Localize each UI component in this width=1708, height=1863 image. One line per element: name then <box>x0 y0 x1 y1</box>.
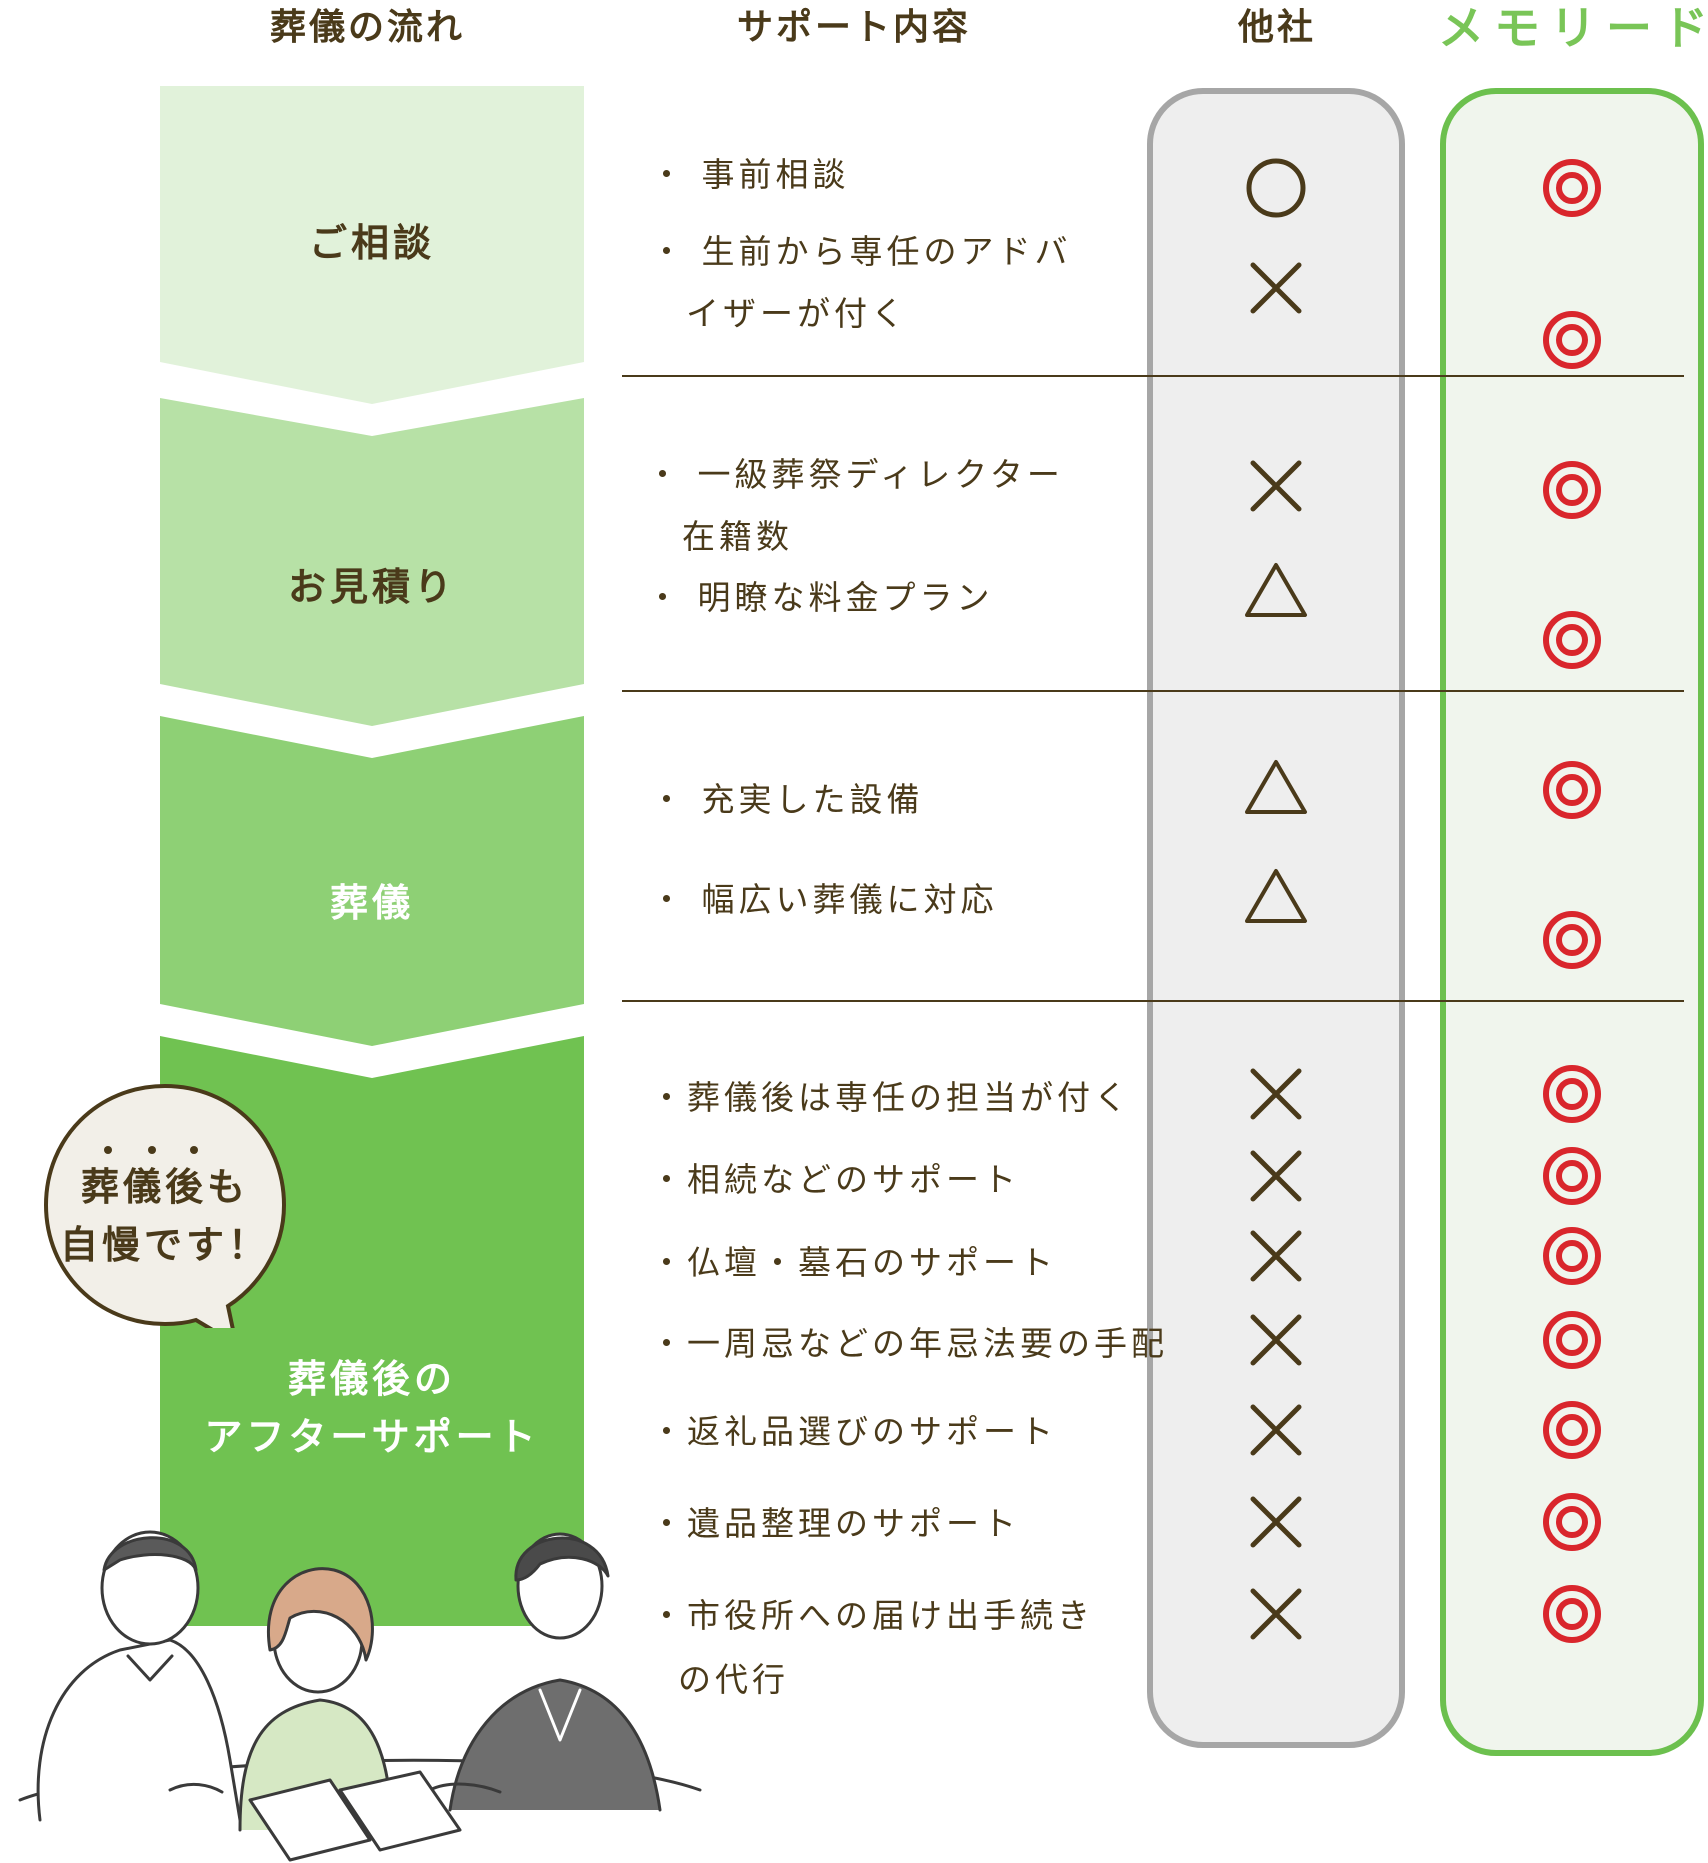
support-item-clear-pricing: ・ 明瞭な料金プラン <box>646 578 994 617</box>
memoread-mark-double-circle-icon <box>1537 1221 1607 1291</box>
other-mark-cross-icon <box>1241 1487 1311 1557</box>
other-mark-cross-icon <box>1241 1141 1311 1211</box>
flow-step-after-label-2: アフターサポート <box>204 1415 540 1459</box>
other-mark-cross-icon <box>1241 1221 1311 1291</box>
section-divider-2 <box>622 690 1684 692</box>
support-item-city-hall-line-1: ・市役所への届け出手続き <box>650 1596 1094 1635</box>
support-item-director-count-line-2: 在籍数 <box>682 517 793 556</box>
flow-step-estimate: お見積り <box>287 565 456 609</box>
memoread-mark-double-circle-icon <box>1537 905 1607 975</box>
other-mark-cross-icon <box>1241 253 1311 323</box>
flow-step-after-label-1: 葬儀後の <box>287 1357 456 1401</box>
support-item-altar-tombstone: ・仏壇・墓石のサポート <box>650 1243 1057 1282</box>
support-item-facilities: ・ 充実した設備 <box>650 780 924 819</box>
flow-step-funeral: 葬儀 <box>329 881 414 925</box>
other-mark-cross-icon <box>1241 1579 1311 1649</box>
header-support: サポート内容 <box>737 7 972 48</box>
speech-bubble <box>43 1083 287 1328</box>
memoread-mark-double-circle-icon <box>1537 1059 1607 1129</box>
flow-arrows <box>160 86 584 1626</box>
other-mark-cross-icon <box>1241 1059 1311 1129</box>
other-mark-triangle-icon <box>1241 861 1311 931</box>
support-item-dedicated-advisor-line-2: イザーが付く <box>686 294 908 333</box>
header-other: 他社 <box>1238 7 1317 48</box>
other-mark-triangle-icon <box>1241 555 1311 625</box>
memoread-mark-double-circle-icon <box>1537 1579 1607 1649</box>
support-item-memorial-services: ・一周忌などの年忌法要の手配 <box>650 1324 1168 1363</box>
memoread-mark-double-circle-icon <box>1537 755 1607 825</box>
memoread-mark-double-circle-icon <box>1537 1487 1607 1557</box>
support-item-dedicated-advisor-line-1: ・ 生前から専任のアドバ <box>650 232 1072 271</box>
speech-bubble-line-2: 自慢です！ <box>59 1223 270 1267</box>
header-flow: 葬儀の流れ <box>270 7 466 48</box>
support-item-belongings: ・遺品整理のサポート <box>650 1504 1020 1543</box>
support-item-after-dedicated: ・葬儀後は専任の担当が付く <box>650 1078 1131 1117</box>
support-item-return-gifts: ・返礼品選びのサポート <box>650 1412 1057 1451</box>
memoread-mark-double-circle-icon <box>1537 455 1607 525</box>
other-mark-triangle-icon <box>1241 752 1311 822</box>
support-item-prior-consultation: ・ 事前相談 <box>650 155 850 194</box>
flow-step-consultation: ご相談 <box>308 221 435 265</box>
speech-bubble-line-1: 葬儀後も <box>80 1165 249 1209</box>
memoread-mark-double-circle-icon <box>1537 1305 1607 1375</box>
flow-step-1-arrow <box>160 86 584 404</box>
memoread-mark-double-circle-icon <box>1537 605 1607 675</box>
memoread-mark-double-circle-icon <box>1537 305 1607 375</box>
section-divider-3 <box>622 1000 1684 1002</box>
flow-step-3-arrow <box>160 716 584 1046</box>
other-company-column <box>1147 88 1405 1748</box>
other-mark-cross-icon <box>1241 451 1311 521</box>
memoread-mark-double-circle-icon <box>1537 1141 1607 1211</box>
people-illustration <box>18 1530 702 1862</box>
other-mark-cross-icon <box>1241 1305 1311 1375</box>
memoread-mark-double-circle-icon <box>1537 1395 1607 1465</box>
support-item-city-hall-line-2: の代行 <box>678 1660 789 1699</box>
memoread-mark-double-circle-icon <box>1537 153 1607 223</box>
other-mark-cross-icon <box>1241 1395 1311 1465</box>
support-item-wide-range: ・ 幅広い葬儀に対応 <box>650 880 998 919</box>
support-item-director-count-line-1: ・ 一級葬祭ディレクター <box>646 455 1064 494</box>
other-mark-circle-icon <box>1241 153 1311 223</box>
section-divider-1 <box>622 375 1684 377</box>
support-item-inheritance: ・相続などのサポート <box>650 1160 1020 1199</box>
flow-step-2-arrow <box>160 398 584 726</box>
header-brand: メモリード <box>1438 1 1708 55</box>
